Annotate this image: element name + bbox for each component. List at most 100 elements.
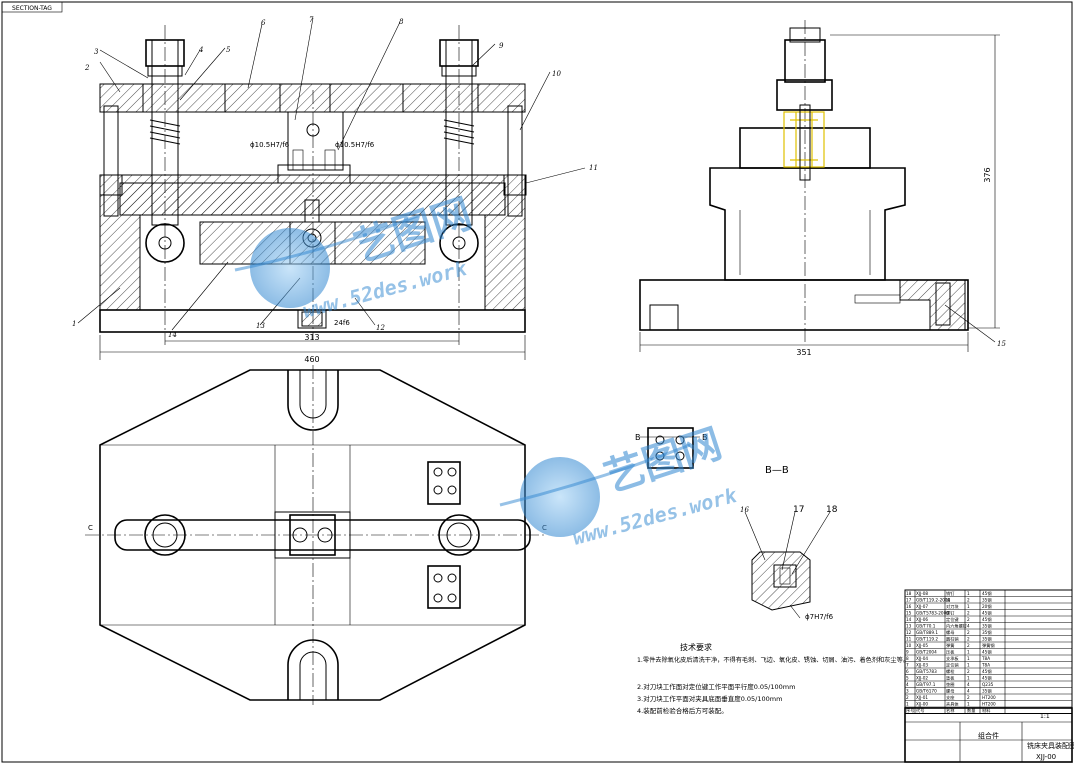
bom-cell-no: 15 [906,611,912,616]
bom-cell-name: 螺栓 [946,668,955,675]
bom-header-no: 序号 [906,707,914,714]
bom-cell-name: 定位销 [946,662,959,669]
bom-cell-no: 4 [906,682,909,687]
section-b-right: B [702,433,708,442]
bom-cell-qty: 2 [967,630,970,635]
bom-cell-qty: 1 [967,663,970,668]
bom-cell-name: 销 [946,597,950,604]
bom-cell-qty: 2 [967,617,970,622]
bom-cell-material: HT200 [982,695,996,700]
balloon-6: 6 [261,19,266,27]
balloon-2: 2 [84,64,90,72]
bom-cell-material: Q235 [982,682,994,687]
bom-cell-material: HT200 [982,702,996,707]
bom-cell-code: XJJ-02 [916,676,928,681]
cutter-block-top [427,461,461,505]
bom-cell-material: T8A [981,656,990,661]
bom-cell-material: 35钢 [982,623,992,630]
title-material: 组合件 [978,731,999,740]
bom-cell-no: 3 [906,689,909,694]
bom-cell-no: 16 [906,604,912,609]
balloon-3: 3 [94,48,99,56]
balloon-17: 17 [793,505,804,515]
balloon-14: 14 [168,331,177,339]
bom-cell-qty: 2 [967,598,970,603]
bom-cell-no: 13 [906,624,912,629]
bom-cell-no: 1 [906,702,909,707]
bom-cell-name: 螺母 [946,688,954,695]
bom-header-qty: 数量 [967,707,975,714]
balloon-15: 15 [997,340,1006,348]
cutter-block-bottom [427,565,461,609]
bom-cell-code: GB/T119.2 [916,637,938,642]
tech-item-1: 1.零件去除氧化皮后清洗干净，不得有毛刺、飞边、氧化皮、锈蚀、切屑、油污、着色剂… [637,656,909,664]
bom-cell-code: XJJ-03 [916,663,928,668]
top-bar-gap-right [402,83,479,113]
bom-cell-no: 18 [906,591,912,596]
bom-cell-no: 14 [906,617,912,622]
section-c-left: C [88,524,93,532]
bom-cell-no: 12 [906,630,912,635]
watermark-middle: 艺图网 www.52des.work [499,421,740,550]
bom-cell-code: GB/T97.1 [916,682,936,687]
dim-351: 351 [796,348,811,357]
side-body [709,167,906,281]
side-base-hatch [899,279,966,331]
balloon-7: 7 [309,16,314,24]
drawing-title: 铣床夹具装配图 [1027,741,1074,750]
balloon-18: 18 [826,505,838,515]
bom-cell-material: 20钢 [982,603,992,610]
dim-313: 313 [304,333,319,342]
bom-cell-no: 8 [906,656,909,661]
dim-460: 460 [304,355,319,364]
bom-cell-code: GB/T5783 [916,669,937,674]
bom-cell-code: XJJ-04 [916,656,928,661]
bom-cell-qty: 1 [967,650,970,655]
bom-cell-no: 17 [906,598,912,603]
bom-cell-qty: 1 [967,604,970,609]
bom-cell-material: 35钢 [982,636,992,643]
bom-cell-qty: 2 [967,637,970,642]
top-clamp-bar [99,83,526,113]
bom-cell-material: 45钢 [982,610,992,617]
bom-cell-qty: 2 [967,669,970,674]
bom-cell-code: XJJ-01 [916,695,928,700]
bom-cell-material: 35钢 [982,629,992,636]
bom-cell-code: GB/T889.1 [916,630,938,635]
dim-24f6: 24f6 [334,319,350,327]
bom-cell-name: 螺母 [946,629,954,636]
balloon-10: 10 [552,70,561,78]
locating-key-slot [297,309,327,329]
bom-cell-name: 垫圈 [946,681,954,688]
bom-cell-name: 压板 [946,649,955,656]
bom-cell-code: GB/T6170 [916,689,937,694]
balloon-9-top: 9 [499,42,504,50]
front-view-leaders: 2 3 4 5 6 7 8 9 10 11 1 14 13 12 [72,16,598,339]
bom-header-code: 代号 [916,707,924,714]
bom-cell-name: 圆柱销 [946,636,959,643]
title-block: 组合件 铣床夹具装配图 XJJ-00 1:1 [904,707,1074,763]
side-clamp-head [776,79,833,111]
support-plate [119,182,506,216]
bom-cell-material: 45钢 [982,616,992,623]
left-side-bolt [103,105,119,217]
bom-cell-name: 定位键 [946,616,959,623]
balloon-16: 16 [740,506,749,514]
bom-cell-qty: 2 [967,643,970,648]
bom-cell-material: 弹簧钢 [982,642,995,649]
bom-cell-code: GB/T119.2-2000 [916,598,951,603]
tech-item-2: 2.对刀块工作面对定位键工作平面平行度0.05/100mm [637,682,795,691]
balloon-13: 13 [256,322,265,330]
bom-cell-qty: 1 [967,656,970,661]
bom-cell-no: 6 [906,669,909,674]
balloon-11: 11 [589,164,598,172]
bom-cell-material: 45钢 [982,675,992,682]
bom-cell-name: 垫板 [946,675,955,682]
bom-cell-qty: 1 [967,591,970,596]
workpiece [287,111,344,171]
bom-cell-material: T8A [981,663,990,668]
tech-requirements: 技术要求 1.零件去除氧化皮后清洗干净，不得有毛刺、飞边、氧化皮、锈蚀、切屑、油… [637,642,909,715]
b-b-section: B—B 16 17 18 ϕ7H7/f6 [740,465,838,621]
